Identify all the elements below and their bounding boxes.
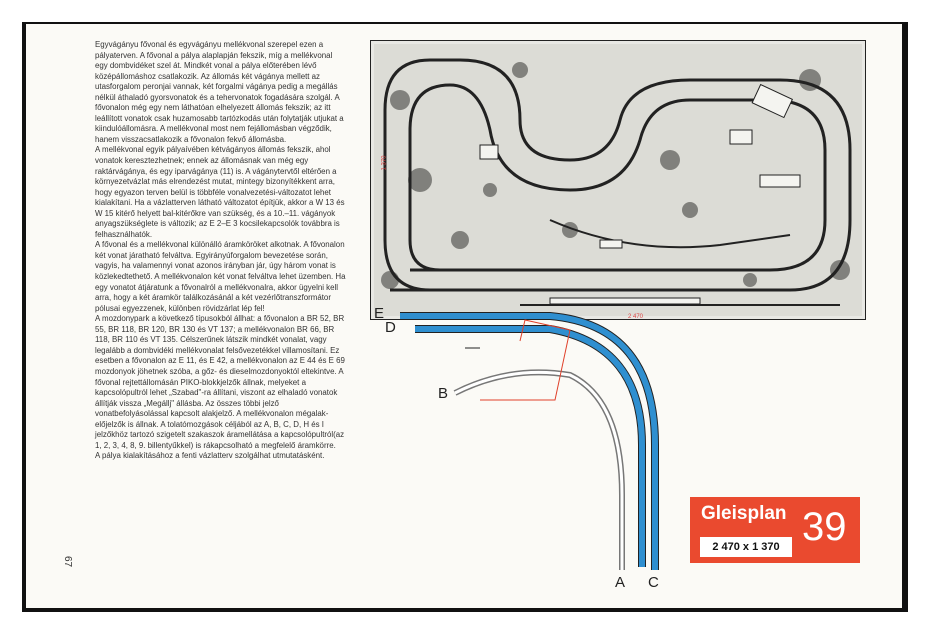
track-label-e: E <box>374 305 385 322</box>
track-label-c: C <box>648 574 659 591</box>
paragraph: A mellékvonal egyik pályaívében kétvágán… <box>95 145 345 239</box>
width-dimension: 2 470 <box>628 314 644 320</box>
track-a <box>453 369 625 570</box>
track-label-b: B <box>438 385 449 402</box>
track-label-a: A <box>615 574 626 591</box>
badge-title: Gleisplan <box>701 503 787 524</box>
page-number: 67 <box>62 555 74 568</box>
track-d <box>415 326 645 567</box>
badge-dimensions: 2 470 x 1 370 <box>700 537 792 557</box>
track-label-d: D <box>385 319 396 336</box>
paragraph: A pálya kialakításához a fenti vázlatter… <box>95 451 325 461</box>
height-dimension: 1 370 <box>381 155 388 171</box>
layout-illustration <box>370 40 866 320</box>
track-c <box>400 313 658 570</box>
body-text: Egyvágányu fővonal és egyvágányu mellékv… <box>95 40 347 462</box>
paragraph: A fővonal és a mellékvonal különálló ára… <box>95 240 346 313</box>
badge-number: 39 <box>802 505 847 549</box>
paragraph: A mozdonypark a következő típusokból áll… <box>95 314 345 450</box>
paragraph: Egyvágányu fővonal és egyvágányu mellékv… <box>95 40 344 144</box>
gleisplan-badge: Gleisplan 39 2 470 x 1 370 <box>690 497 860 563</box>
track-diagram <box>400 312 659 570</box>
